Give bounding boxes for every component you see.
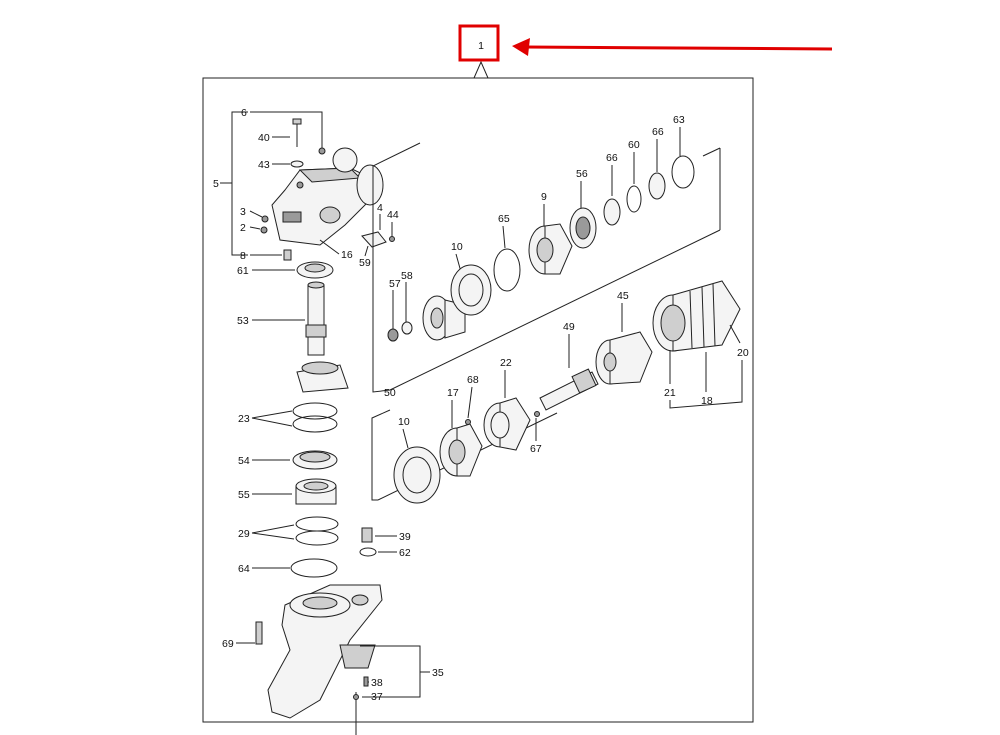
propeller-shaft-49 (539, 368, 599, 411)
callout-38: 38 (371, 677, 383, 689)
callout-64: 64 (238, 563, 250, 575)
callout-6: 6 (241, 107, 247, 119)
callout-65: 65 (498, 213, 510, 225)
callout-58: 58 (401, 270, 413, 282)
callout-21: 21 (664, 387, 676, 399)
callout-9: 9 (541, 191, 547, 203)
callout-40: 40 (258, 132, 270, 144)
callout-23: 23 (238, 413, 250, 425)
callout-57: 57 (389, 278, 401, 290)
callout-68: 68 (467, 374, 479, 386)
callout-59: 59 (359, 257, 371, 269)
callout-66-b: 66 (652, 126, 664, 138)
callout-67: 67 (530, 443, 542, 455)
o-ring-64 (290, 558, 338, 578)
callout-4: 4 (377, 202, 383, 214)
callout-3: 3 (240, 206, 246, 218)
plate-59 (361, 231, 387, 248)
callout-54: 54 (238, 455, 250, 467)
callout-53: 53 (237, 315, 249, 327)
shim-ring-23-a (292, 402, 338, 420)
pinion-gear (296, 361, 349, 393)
callout-20: 20 (737, 347, 749, 359)
callout-66-a: 66 (606, 152, 618, 164)
callout-43: 43 (258, 159, 270, 171)
bushing-55 (295, 478, 337, 505)
callout-37: 37 (371, 691, 383, 703)
callout-56: 56 (576, 168, 588, 180)
callout-61: 61 (237, 265, 249, 277)
highlight-box (458, 24, 500, 62)
callout-39: 39 (399, 531, 411, 543)
callout-10-lower: 10 (398, 416, 410, 428)
forward-gear (422, 295, 466, 341)
callout-35: 35 (432, 667, 444, 679)
callout-45: 45 (617, 290, 629, 302)
drive-shaft (305, 281, 327, 356)
ring-nut-22 (483, 397, 531, 451)
callout-63: 63 (673, 114, 685, 126)
assembly-number: 1 (478, 40, 484, 52)
red-arrow-shaft (524, 45, 833, 51)
bearing-54 (292, 450, 338, 470)
callout-2: 2 (240, 222, 246, 234)
red-arrow-head (512, 38, 530, 56)
callout-49: 49 (563, 321, 575, 333)
callout-10-upper: 10 (451, 241, 463, 253)
callout-50: 50 (384, 387, 396, 399)
clutch-45 (595, 331, 653, 385)
callout-17: 17 (447, 387, 459, 399)
callout-8: 8 (240, 250, 246, 262)
callout-18: 18 (701, 395, 713, 407)
callout-60: 60 (628, 139, 640, 151)
shim-ring-23-b (292, 415, 338, 433)
diagram-frame (202, 77, 754, 723)
callout-22: 22 (500, 357, 512, 369)
bearing-housing-9 (528, 223, 573, 275)
callout-69: 69 (222, 638, 234, 650)
bearing-carrier-17 (439, 423, 483, 477)
gear-case-housing (271, 147, 384, 246)
callout-44: 44 (387, 209, 399, 221)
callout-5: 5 (213, 178, 219, 190)
lower-case-skeg (267, 584, 383, 719)
bellows-18 (652, 280, 741, 352)
callout-16: 16 (341, 249, 353, 261)
callout-55: 55 (238, 489, 250, 501)
callout-29: 29 (238, 528, 250, 540)
o-ring-65 (493, 248, 521, 292)
callout-62: 62 (399, 547, 411, 559)
bearing-56 (569, 207, 597, 249)
